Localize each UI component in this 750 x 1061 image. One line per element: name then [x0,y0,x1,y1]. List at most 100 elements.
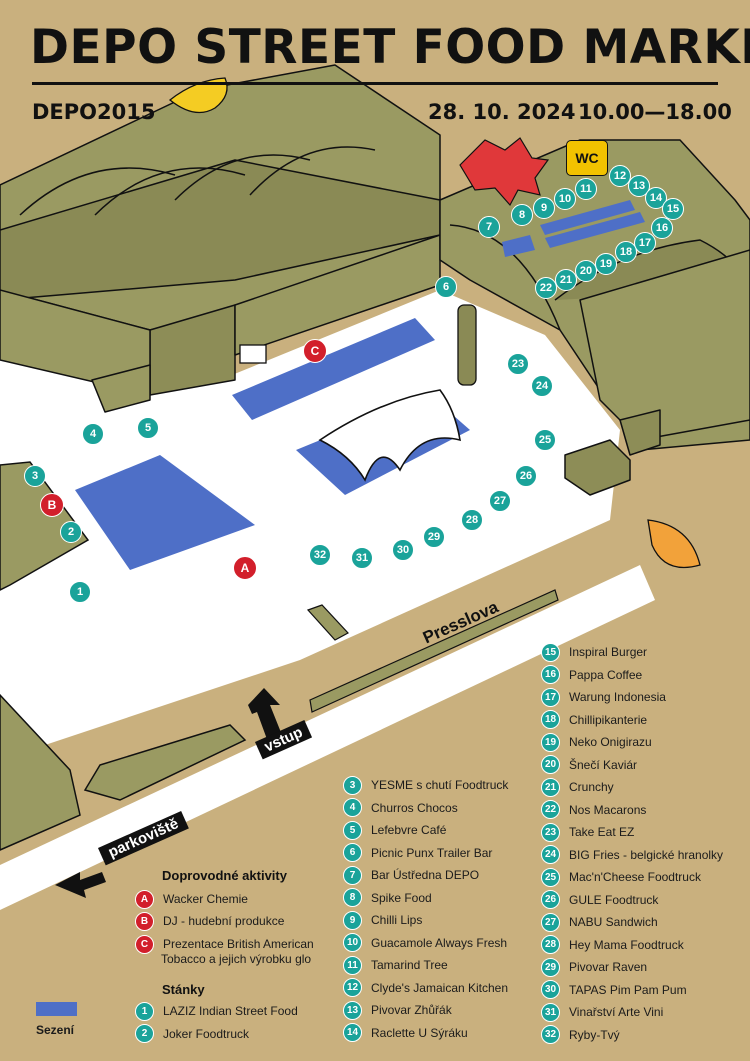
stall-map-marker[interactable]: 23 [507,353,529,375]
activity-label: Prezentace British American [163,937,314,951]
stall-map-marker[interactable]: 6 [435,276,457,298]
main-hall-building [0,64,441,413]
stall-map-marker[interactable]: 29 [423,526,445,548]
stall-map-marker[interactable]: 16 [651,217,673,239]
stall-marker: 21 [541,777,560,797]
stall-name: Take Eat EZ [569,825,635,839]
stall-map-marker[interactable]: 22 [535,277,557,299]
stall-map-marker[interactable]: 17 [634,232,656,254]
stall-name: Bar Ústředna DEPO [371,868,480,882]
stall-map-marker[interactable]: 9 [533,197,555,219]
stall-name: Ryby-Tvý [569,1027,620,1042]
activity-map-marker[interactable]: A [233,556,257,580]
activity-item-c-line2: Tobacco a jejich výrobku glo [161,949,311,969]
stall-map-marker[interactable]: 18 [615,241,637,263]
stall-name: Warung Indonesia [569,690,666,704]
stall-name: Spike Food [371,890,432,905]
stall-map-marker[interactable]: 1 [69,581,91,603]
stall-map-marker[interactable]: 21 [555,269,577,291]
activity-item-a: A Wacker Chemie [135,889,248,909]
stall-map-marker[interactable]: 31 [351,547,373,569]
stall-map-marker[interactable]: 12 [609,165,631,187]
stall-marker: 23 [541,822,560,842]
stall-marker: 17 [541,687,560,707]
stall-map-marker[interactable]: 15 [662,198,684,220]
stall-marker: 11 [343,955,362,975]
stall-map-marker[interactable]: 5 [137,417,159,439]
stall-marker: 19 [541,732,560,752]
activity-map-marker[interactable]: C [303,339,327,363]
stall-name: Joker Foodtruck [163,1026,250,1041]
stall-map-marker[interactable]: 8 [511,204,533,226]
activity-marker: A [135,889,154,909]
stall-name: Picnic Punx Trailer Bar [371,845,493,860]
stall-marker: 2 [135,1024,154,1043]
stall-name: YESME s chutí Foodtruck [371,778,509,792]
event-time: 10.00—18.00 [578,100,732,124]
page-title: DEPO STREET FOOD MARKET [30,20,750,75]
stall-map-marker[interactable]: 19 [595,253,617,275]
stall-map-marker[interactable]: 4 [82,423,104,445]
seating-zone [540,200,635,235]
stall-map-marker[interactable]: 27 [489,490,511,512]
stall-marker: 4 [343,798,362,817]
activity-item-c: C Prezentace British American [135,934,314,954]
stall-name: Šnečí Kaviár [569,757,638,772]
stall-marker: 25 [541,867,560,887]
stall-name: NABU Sandwich [569,915,658,929]
stall-marker: 9 [343,910,362,930]
stall-map-marker[interactable]: 13 [628,175,650,197]
stall-marker: 8 [343,888,362,907]
stall-map-marker[interactable]: 7 [478,216,500,238]
stall-map-marker[interactable]: 20 [575,260,597,282]
stall-marker: 20 [541,755,560,774]
red-leaf-icon [459,137,550,207]
stall-marker: 3 [343,775,362,795]
stall-map-marker[interactable]: 30 [392,539,414,561]
stall-marker: 15 [541,642,560,662]
stall-map-marker[interactable]: 25 [534,429,556,451]
activities-heading: Doprovodné aktivity [162,868,287,883]
stall-marker: 14 [343,1023,362,1042]
stall-map-marker[interactable]: 24 [531,375,553,397]
stall-map-marker[interactable]: 3 [24,465,46,487]
stall-map-marker[interactable]: 11 [575,178,597,200]
stall-name: Tamarind Tree [371,958,448,972]
stall-legend-item: 3 YESME s chutí Foodtruck [343,775,508,795]
bench [306,604,349,641]
stall-marker: 27 [541,912,560,932]
activity-map-marker[interactable]: B [40,493,64,517]
stall-map-marker[interactable]: 10 [554,188,576,210]
stall-map-marker[interactable]: 28 [461,509,483,531]
stall-name: Chilli Lips [371,913,423,927]
stall-name: Pivovar Raven [569,960,648,974]
stall-map-marker[interactable]: 26 [515,465,537,487]
left-building [0,461,90,591]
activity-label: Wacker Chemie [163,892,248,906]
event-ground [0,290,620,760]
stall-marker: 13 [343,1000,362,1020]
stall-name: TAPAS Pim Pam Pum [569,982,687,997]
bottom-center-building [83,724,247,801]
stall-map-marker[interactable]: 2 [60,521,82,543]
stall-legend-item: 27 NABU Sandwich [541,912,658,932]
grill [239,344,267,364]
stall-name: Chillipikanterie [569,712,648,727]
stall-name: Vinařství Arte Vini [569,1005,664,1019]
pillar [457,304,477,386]
stall-legend-item: 32 Ryby-Tvý [541,1025,620,1045]
stall-name: Guacamole Always Fresh [371,935,508,950]
stall-map-marker[interactable]: 14 [645,187,667,209]
stall-marker: 32 [541,1025,560,1044]
orange-leaf-icon [647,519,701,569]
stall-map-marker[interactable]: 32 [309,544,331,566]
